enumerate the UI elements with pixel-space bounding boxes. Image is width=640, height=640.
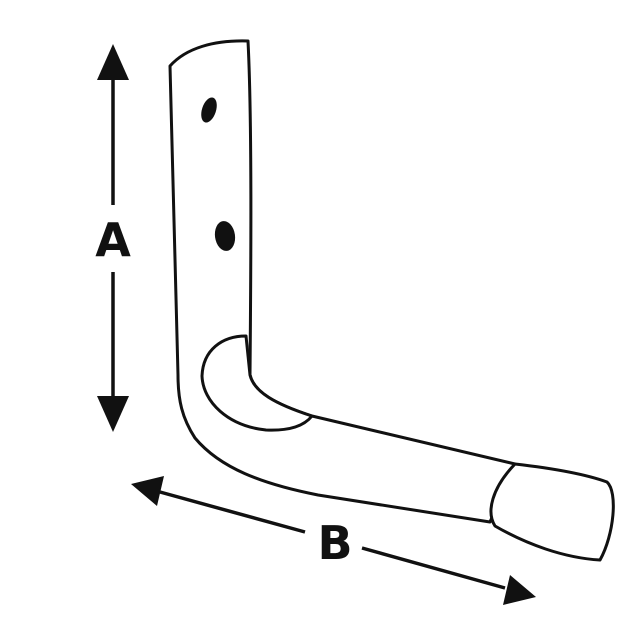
dimension-a-label: A xyxy=(95,213,131,267)
dimension-b xyxy=(131,476,536,605)
mounting-hole-bottom xyxy=(214,221,236,251)
hook-bend-face xyxy=(200,334,314,432)
dimension-b-label: B xyxy=(317,516,352,570)
dimension-b-line-left xyxy=(159,490,306,534)
dimension-b-line-right xyxy=(361,546,506,590)
dimension-a xyxy=(97,44,129,432)
mounting-hole-top xyxy=(201,97,217,123)
dimension-b-arrow-right xyxy=(503,575,536,605)
hook-bracket xyxy=(168,39,615,562)
hook-body xyxy=(168,39,517,524)
dimension-a-arrow-up xyxy=(97,44,129,80)
dimension-b-arrow-left xyxy=(131,476,164,506)
rubber-end-cap xyxy=(489,462,615,562)
dimension-a-arrow-down xyxy=(97,396,129,432)
mounting-holes xyxy=(201,97,236,251)
